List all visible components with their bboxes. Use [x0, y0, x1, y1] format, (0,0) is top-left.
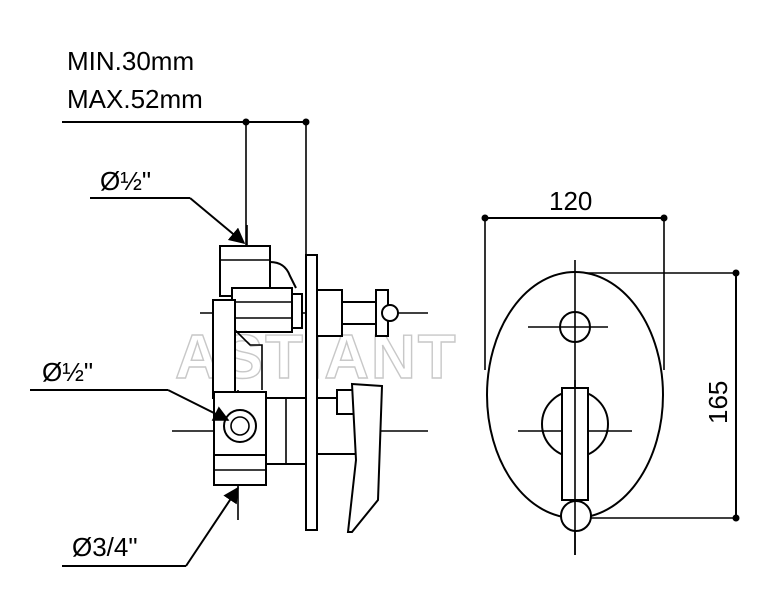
diverter-stem [341, 301, 377, 325]
front-lever-tip [560, 500, 592, 532]
wall-plate [305, 254, 318, 531]
side-inlet-bore [223, 409, 257, 443]
upper-connector [231, 287, 293, 333]
mixer-lever [346, 382, 384, 533]
top-inlet-label: Ø½" [100, 166, 151, 196]
riser-pipe-inner [234, 329, 263, 390]
top-inlet-leader-arrow [189, 197, 246, 245]
side-inlet-bore-inner [230, 416, 250, 436]
height-dimension-label: 165 [703, 381, 733, 424]
side-inlet-annotation: Ø½" [30, 357, 230, 421]
min-depth-label: MIN.30mm [67, 46, 194, 76]
height-point-top [732, 269, 740, 277]
bottom-outlet-leader-arrow [185, 486, 239, 567]
width-dimension-label: 120 [549, 186, 592, 216]
upper-nut [291, 293, 303, 329]
diverter-knob-end [381, 304, 399, 322]
diverter-escutcheon [316, 289, 343, 337]
side-view [172, 225, 428, 533]
depth-dimension: MIN.30mm MAX.52mm [62, 46, 310, 255]
max-depth-label: MAX.52mm [67, 84, 203, 114]
top-inlet-elbow [269, 261, 297, 289]
bottom-outlet-label: Ø3/4" [72, 532, 138, 562]
side-inlet-label: Ø½" [42, 357, 93, 387]
vertical-pipe [212, 299, 236, 399]
side-inlet-leader-arrow [167, 389, 230, 421]
top-inlet-annotation: Ø½" [90, 166, 246, 245]
front-view: 120 165 [481, 186, 740, 555]
front-diverter-knob [559, 311, 591, 343]
bottom-outlet-annotation: Ø3/4" [62, 486, 239, 567]
height-point-bottom [732, 514, 740, 522]
